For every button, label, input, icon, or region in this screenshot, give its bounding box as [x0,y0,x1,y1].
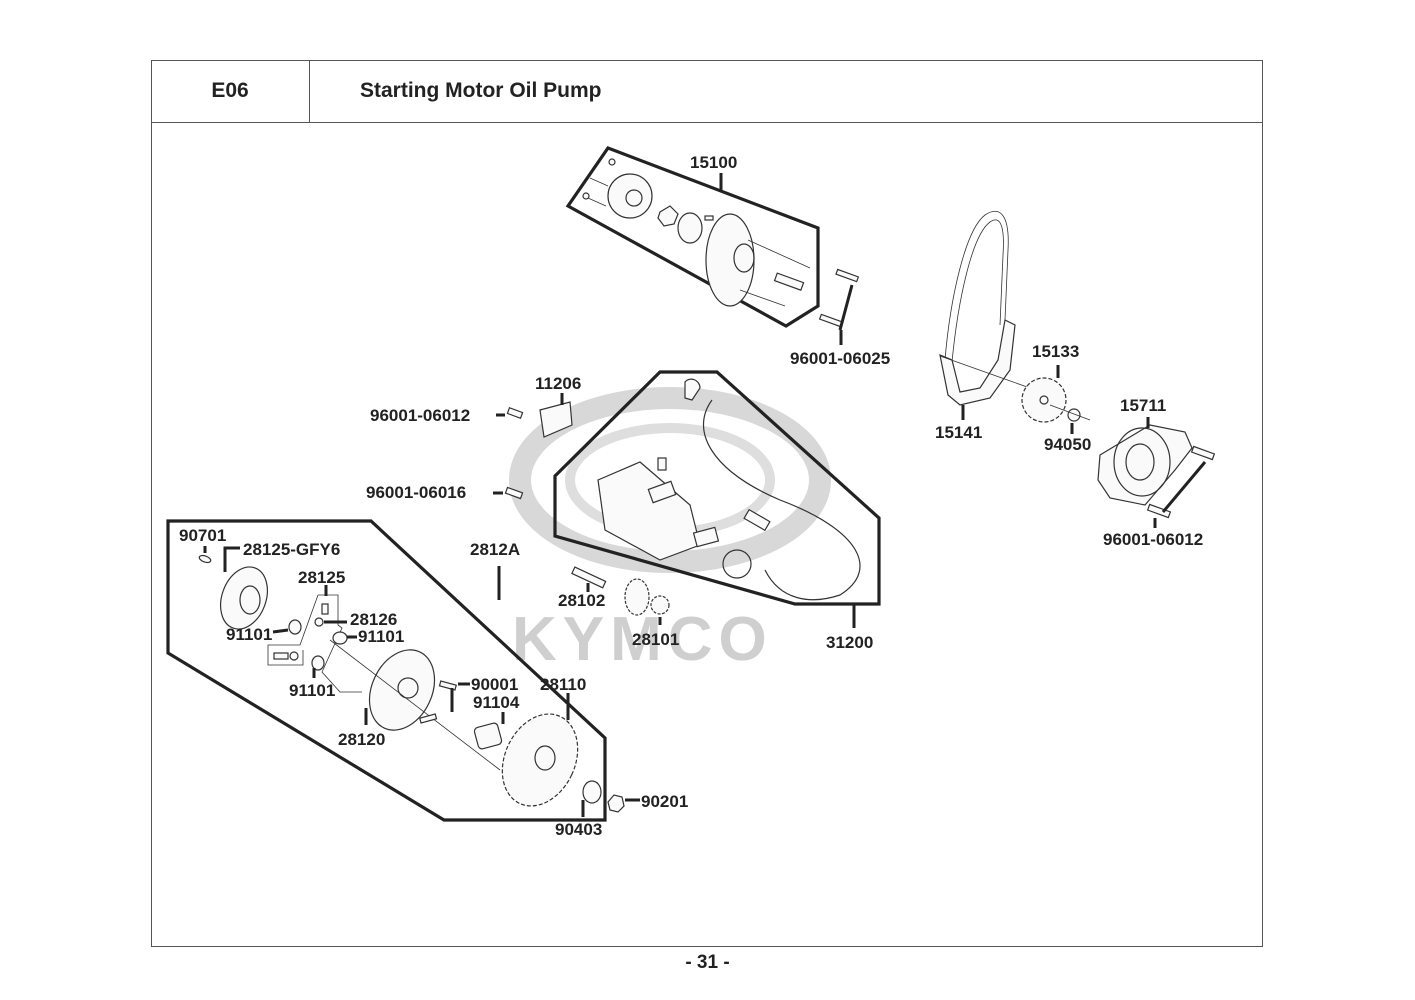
idle-gear [624,578,670,616]
diagram-frame [151,60,1263,947]
part-label-91101-b[interactable]: 91101 [358,627,404,646]
oil-pump-cover [1097,424,1216,519]
section-code: E06 [151,60,310,123]
part-label-31200[interactable]: 31200 [826,633,873,652]
part-label-2812A[interactable]: 2812A [470,540,520,559]
part-label-94050[interactable]: 94050 [1044,435,1091,454]
part-label-96001-06025[interactable]: 96001-06025 [790,349,890,368]
part-label-91104[interactable]: 91104 [473,693,520,712]
sprocket-nut [1067,408,1081,422]
watermark-text: KYMCO [512,605,773,674]
part-label-11206[interactable]: 11206 [535,374,581,393]
oil-pump-sprocket [1021,377,1067,423]
part-label-96001-06012-bracket[interactable]: 96001-06012 [370,406,470,425]
part-label-90201[interactable]: 90201 [641,792,688,811]
roller-c [311,655,325,671]
part-label-96001-06016[interactable]: 96001-06016 [366,483,466,502]
washer [582,780,602,804]
clutch-screws [419,680,457,724]
roller-a [288,619,302,635]
part-label-28120[interactable]: 28120 [338,730,385,749]
page-title: Starting Motor Oil Pump [310,60,1263,123]
key [198,554,212,564]
starting-motor-assembly [553,370,881,606]
idle-shaft [571,566,607,589]
part-label-96001-06012-cover[interactable]: 96001-06012 [1103,530,1203,549]
oil-pump-assembly [565,146,820,328]
part-label-28125-GFY6[interactable]: 28125-GFY6 [243,540,340,559]
kymco-watermark-logo: KYMCO [509,387,831,674]
page-number: - 31 - [685,952,730,973]
part-label-15133[interactable]: 15133 [1032,342,1079,361]
part-label-91101-c[interactable]: 91101 [289,681,335,700]
starter-clutch-assembly-box [166,519,607,822]
part-label-28102[interactable]: 28102 [558,591,605,610]
bolt-motor [504,486,524,500]
oil-pump-bolts [818,268,860,345]
part-label-90403[interactable]: 90403 [555,820,602,839]
bracket [539,401,573,438]
part-label-90701[interactable]: 90701 [179,526,226,545]
part-label-28125[interactable]: 28125 [298,568,345,587]
bolt-bracket [506,407,524,419]
nut [607,794,625,813]
roller-b [332,631,348,645]
part-label-15100[interactable]: 15100 [690,153,737,172]
part-label-28110[interactable]: 28110 [540,675,586,694]
oil-pump-chain [939,210,1016,406]
clutch-spring-group [267,594,362,693]
starter-driven-gear [501,713,579,807]
clutch-flange [220,566,268,630]
needle-bearing [473,722,503,750]
part-label-15141[interactable]: 15141 [935,423,982,442]
part-label-28101[interactable]: 28101 [632,630,679,649]
part-label-15711[interactable]: 15711 [1120,396,1166,415]
spring-cap [314,617,324,627]
part-label-28126[interactable]: 28126 [350,610,397,629]
part-label-91101-a[interactable]: 91101 [226,625,272,644]
clutch-outer [368,649,436,731]
part-label-90001[interactable]: 90001 [471,675,518,694]
